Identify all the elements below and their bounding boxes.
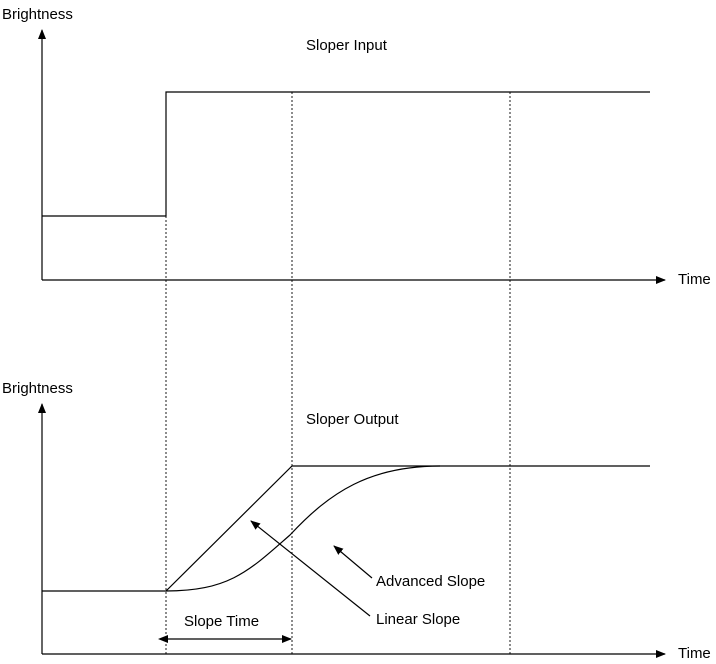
top-panel-title: Sloper Input [306, 37, 388, 54]
top-x-axis-label: Time [678, 271, 711, 288]
bottom-panel-title: Sloper Output [306, 411, 399, 428]
bottom-x-axis-label: Time [678, 645, 711, 662]
linear-slope-label: Linear Slope [376, 611, 460, 628]
slope-time-label: Slope Time [184, 613, 259, 630]
linear-slope-pointer [250, 520, 371, 617]
advanced-slope-pointer [333, 545, 373, 579]
input-step-signal [42, 91, 650, 217]
advanced-slope-label: Advanced Slope [376, 573, 485, 590]
advanced-slope-curve [165, 465, 441, 592]
top-y-axis-label: Brightness [2, 6, 73, 23]
bottom-panel: Brightness Time Sloper Output Advanced S… [2, 380, 711, 662]
bottom-y-axis-label: Brightness [2, 380, 73, 397]
linear-slope-curve [42, 465, 650, 592]
top-panel: Brightness Time Sloper Input [2, 6, 711, 288]
